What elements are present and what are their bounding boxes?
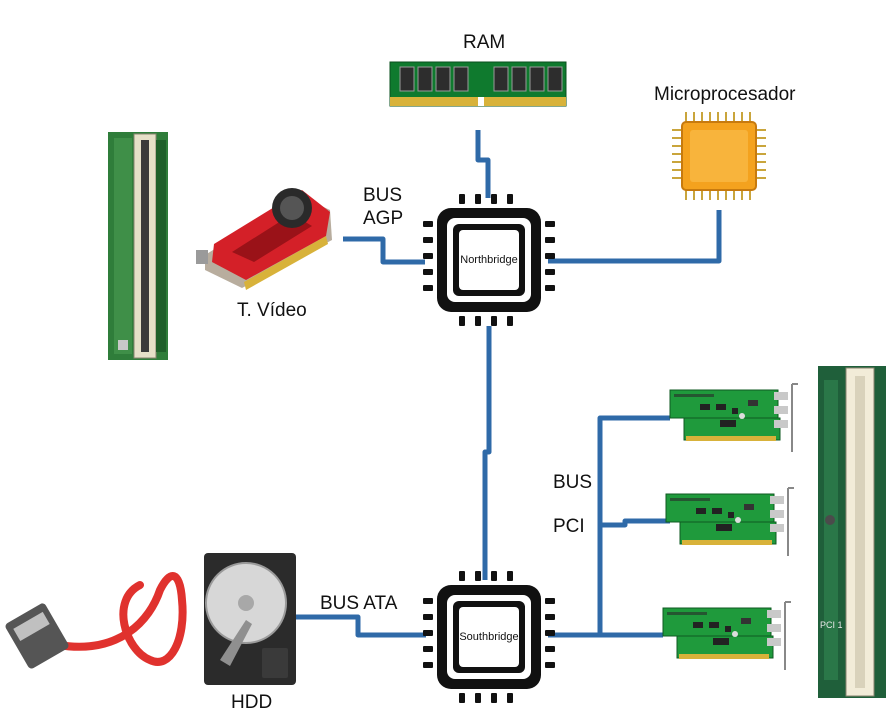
pci-card-icon: [665, 487, 795, 557]
video-card-icon: [196, 188, 332, 290]
bus-pci-label-line2: PCI: [553, 516, 585, 537]
agp-bus: [343, 236, 425, 265]
cpu-label: Microprocesador: [654, 84, 796, 105]
video-card-label: T. Vídeo: [237, 300, 307, 321]
pci-slot-mark: PCI 1: [820, 620, 843, 630]
bus-connections: [296, 130, 722, 638]
northbridge-label: Northbridge: [460, 254, 518, 266]
bus-agp-label-line2: AGP: [363, 208, 404, 229]
hdd-label: HDD: [231, 692, 273, 713]
ram-module-icon: [389, 61, 567, 107]
pci-card-icon: [662, 601, 792, 671]
cpu-northbridge-bus: [548, 210, 722, 264]
bus-pci-label-line1: BUS: [553, 472, 593, 493]
north-south-bus: [482, 326, 492, 580]
ata-bus: [296, 614, 426, 638]
ram-label: RAM: [463, 32, 506, 53]
cpu-chip-icon: [672, 112, 766, 200]
pci-card-icon: [669, 383, 799, 453]
hard-drive-icon: [204, 553, 296, 685]
bus-agp-label-line1: BUS: [363, 185, 403, 206]
ram-northbridge-bus: [475, 130, 491, 198]
agp-slot-icon: [108, 132, 168, 360]
pci-slot-icon: [818, 366, 886, 698]
bus-ata-label: BUS ATA: [320, 593, 398, 614]
sata-cable-icon: [5, 572, 187, 669]
southbridge-label: Southbridge: [459, 631, 519, 643]
pci-bus-branch-2: [600, 518, 670, 528]
